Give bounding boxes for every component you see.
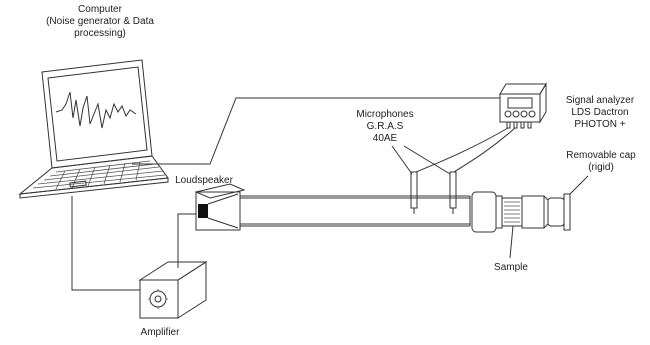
signal-analyzer-label-line-1: Signal analyzer (565, 95, 635, 106)
sample-label: Sample (494, 262, 528, 273)
loudspeaker-driver (198, 204, 208, 218)
tube-bottom-wall (240, 223, 470, 227)
microphone-2 (449, 171, 457, 214)
microphone-2-body (449, 171, 457, 209)
analyzer-knob-2-icon (512, 110, 520, 118)
analyzer-knob-3-icon (520, 110, 528, 118)
loudspeaker-label: Loudspeaker (175, 175, 233, 186)
cap-plate (563, 193, 571, 231)
cable-mic1 (415, 127, 509, 173)
microphones-label-line-1: Microphones (356, 109, 414, 120)
laptop-base-edge (19, 177, 169, 199)
microphones-label-line-3: 40AE (372, 133, 398, 144)
sample-pointer (509, 225, 514, 259)
amplifier-label: Amplifier (140, 327, 180, 338)
sample-sleeve (521, 195, 545, 229)
tube-top-wall (240, 195, 470, 199)
computer-label-line-1: Computer (78, 4, 122, 15)
removable-cap-label: Removable cap (rigid) (556, 150, 646, 174)
signal-analyzer-device (499, 82, 547, 129)
amplifier-front (139, 279, 179, 319)
microphone-pointer-2 (403, 145, 451, 175)
removable-cap-label-line-1: Removable cap (566, 150, 636, 161)
cable-mic2 (453, 127, 516, 173)
amplifier-dial-ticks (148, 289, 168, 309)
removable-cap-label-line-2: (rigid) (588, 162, 614, 173)
laptop-icon (18, 59, 169, 199)
removable-cap (547, 193, 571, 231)
microphones-label-line-2: G.R.A.S (366, 121, 404, 132)
computer-label-line-2: (Noise generator & Data (46, 16, 154, 27)
amplifier-dial-icon (149, 290, 167, 308)
microphones-label: Microphones G.R.A.S 40AE (340, 109, 430, 145)
microphone-1-body (410, 171, 418, 209)
cable-amplifier-to-loudspeaker (177, 213, 196, 268)
amplifier-top (138, 261, 208, 281)
amplifier-dial-center (154, 295, 162, 303)
analyzer-side (539, 82, 547, 124)
amplifier-device (138, 261, 208, 319)
loudspeaker-cone (207, 193, 239, 229)
keyboard-key-columns (55, 161, 141, 190)
computer-label: Computer (Noise generator & Data process… (30, 4, 170, 40)
sample-texture (504, 201, 520, 223)
analyzer-screen (507, 97, 533, 109)
laptop-screen (47, 66, 148, 162)
impedance-tube (240, 195, 471, 227)
microphone-1 (410, 171, 418, 214)
analyzer-knob-4-icon (528, 110, 536, 118)
cap-body (547, 197, 565, 227)
loudspeaker-top (194, 183, 246, 199)
signal-analyzer-label: Signal analyzer LDS Dactron PHOTON + (552, 95, 648, 131)
sample-sleeve-edge (543, 195, 549, 229)
analyzer-connector-4 (527, 121, 532, 129)
computer-label-line-3: processing) (74, 28, 126, 39)
microphone-pointer-1 (391, 145, 413, 175)
sample-flange-left (471, 191, 497, 233)
analyzer-connector-3 (520, 121, 525, 129)
analyzer-knob-1-icon (504, 110, 512, 118)
amplifier-side (177, 261, 207, 319)
signal-analyzer-label-line-2: LDS Dactron (571, 107, 629, 118)
loudspeaker-device (194, 183, 246, 231)
keyboard-keys (32, 160, 166, 189)
analyzer-connector-1 (506, 121, 511, 129)
analyzer-front (499, 93, 541, 123)
loudspeaker-front (195, 191, 241, 231)
sample-holder (471, 191, 549, 233)
cable-computer-to-amplifier (71, 196, 140, 291)
laptop-touchpad (69, 180, 87, 188)
cable-computer-to-analyzer (132, 97, 500, 165)
signal-analyzer-label-line-3: PHOTON + (574, 119, 626, 130)
analyzer-top (499, 83, 547, 95)
cap-pointer (569, 175, 589, 195)
analyzer-connector-2 (513, 121, 518, 129)
sample-ring (495, 195, 503, 229)
waveform-signal (55, 91, 137, 129)
